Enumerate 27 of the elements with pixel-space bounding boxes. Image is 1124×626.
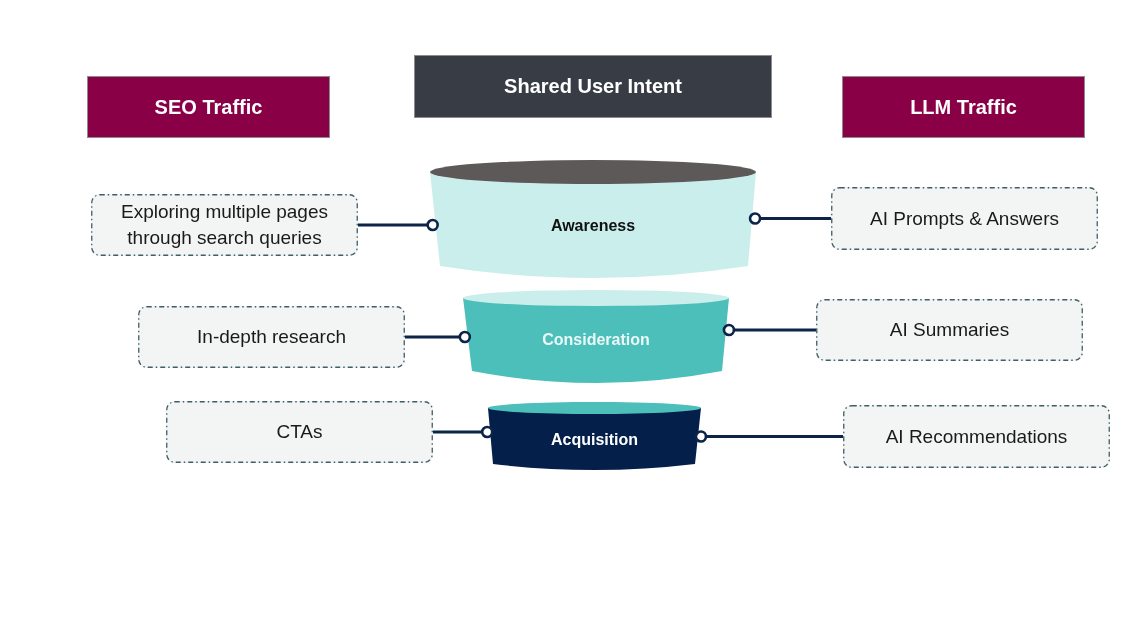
dashed-note [843, 405, 1110, 468]
description-text: In-depth research [197, 325, 346, 350]
dashed-note [138, 306, 405, 368]
description-text: AI Prompts & Answers [870, 206, 1059, 231]
connector [405, 330, 472, 344]
dashed-note [831, 187, 1098, 250]
header-banner [414, 55, 772, 118]
connector [722, 323, 816, 337]
connector [433, 425, 494, 439]
dashed-note [91, 194, 358, 256]
stage-label: Consideration [542, 330, 650, 350]
header-text: SEO Traffic [154, 94, 263, 120]
dashed-note [166, 401, 433, 463]
connector [694, 430, 843, 443]
header-text: Shared User Intent [504, 74, 682, 99]
connector [748, 212, 831, 225]
description-text: CTAs [276, 420, 323, 445]
header-banner [842, 76, 1085, 138]
header-banner [87, 76, 330, 138]
stage-label: Acquisition [550, 430, 639, 450]
dashed-note [816, 299, 1083, 361]
header-text: LLM Traffic [910, 94, 1017, 120]
stage-label: Awareness [550, 216, 636, 236]
description-text: Exploring multiple pages through search queries [120, 200, 329, 250]
description-text: AI Recommendations [885, 424, 1068, 449]
description-text: AI Summaries [889, 318, 1010, 343]
connector [358, 218, 439, 232]
